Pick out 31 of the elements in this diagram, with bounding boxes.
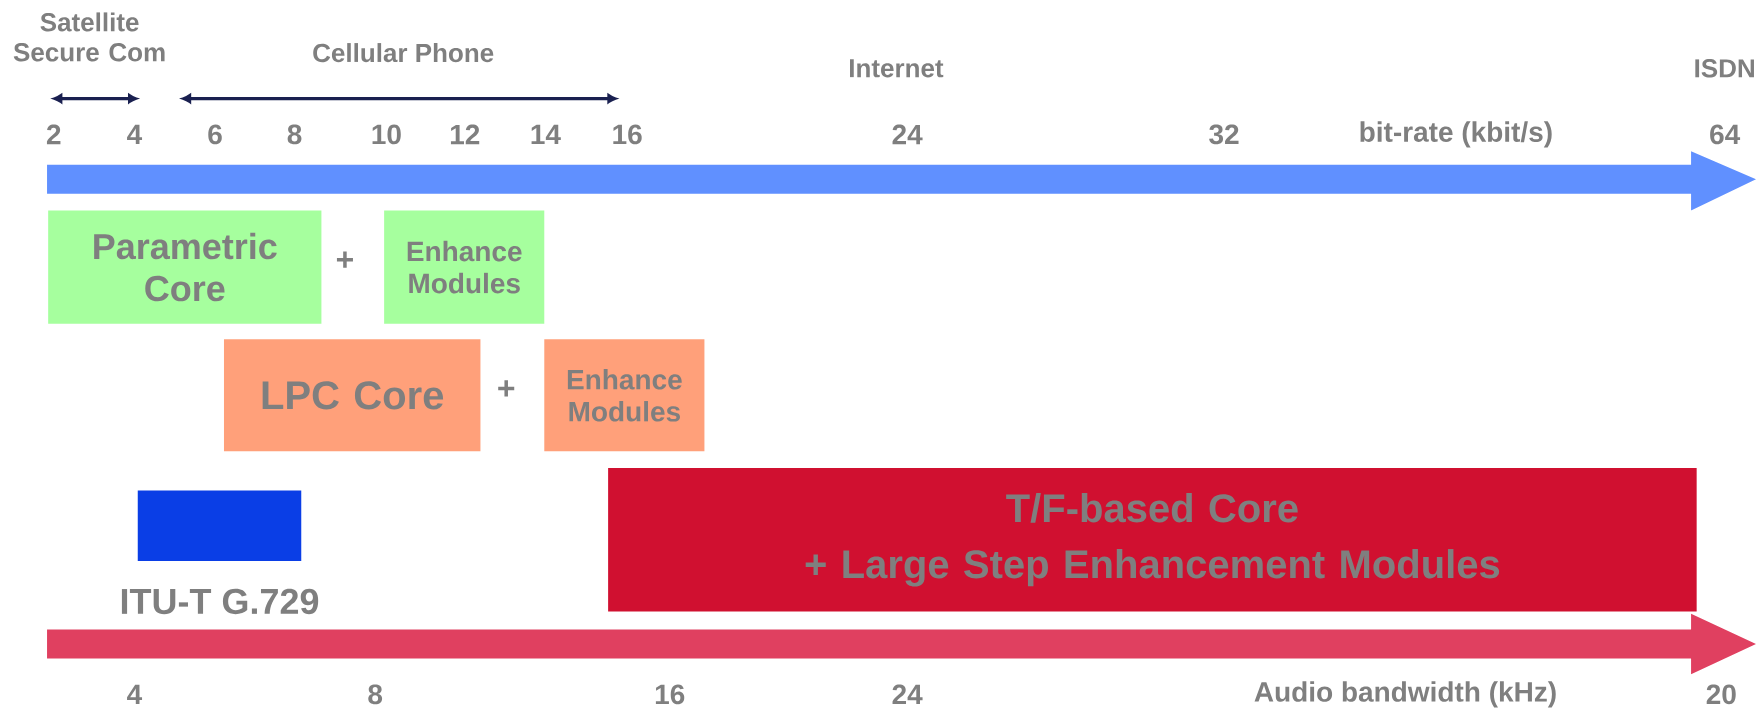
- tick-label: 24: [892, 124, 923, 145]
- range-label: Internet: [850, 59, 944, 78]
- tick-label: 16: [613, 124, 642, 145]
- tick-label: 4: [127, 125, 143, 145]
- tick-label: 4: [127, 684, 143, 705]
- tick-label: 20: [1706, 684, 1736, 705]
- range-label: Satellite Secure Com: [13, 12, 165, 62]
- codec-box: ITU-T G.729: [121, 490, 319, 615]
- tick-label: 32: [1209, 124, 1239, 145]
- plus-sign: +: [336, 251, 353, 269]
- tick-label: 2: [46, 124, 61, 145]
- node-label: ITU-T G.729: [121, 588, 319, 615]
- codec-box: Enhance Modules: [384, 210, 545, 324]
- codec-box: LPC Core: [224, 339, 481, 452]
- codec-box: Parametric Core: [48, 210, 322, 324]
- tick-label: 64: [1710, 124, 1741, 145]
- tick-label: 16: [655, 684, 685, 705]
- plus-sign: +: [498, 380, 515, 397]
- tick-label: 8: [287, 124, 302, 145]
- tick-label: 6: [208, 124, 222, 145]
- codec-box: Enhance Modules: [544, 339, 705, 452]
- axis-label: Audio bandwidth (kHz): [1254, 681, 1556, 708]
- codec-box: T/F-based Core + Large Step Enhancement Modules: [608, 468, 1697, 612]
- tick-label: 14: [531, 125, 561, 145]
- tick-label: 10: [372, 124, 401, 145]
- tick-label: 8: [368, 684, 383, 705]
- tick-label: 24: [892, 684, 923, 705]
- range-label: Cellular Phone: [313, 43, 494, 63]
- range-label: ISDN: [1695, 59, 1754, 78]
- tick-label: 12: [450, 124, 480, 145]
- axis-label: bit-rate (kbit/s): [1360, 121, 1552, 148]
